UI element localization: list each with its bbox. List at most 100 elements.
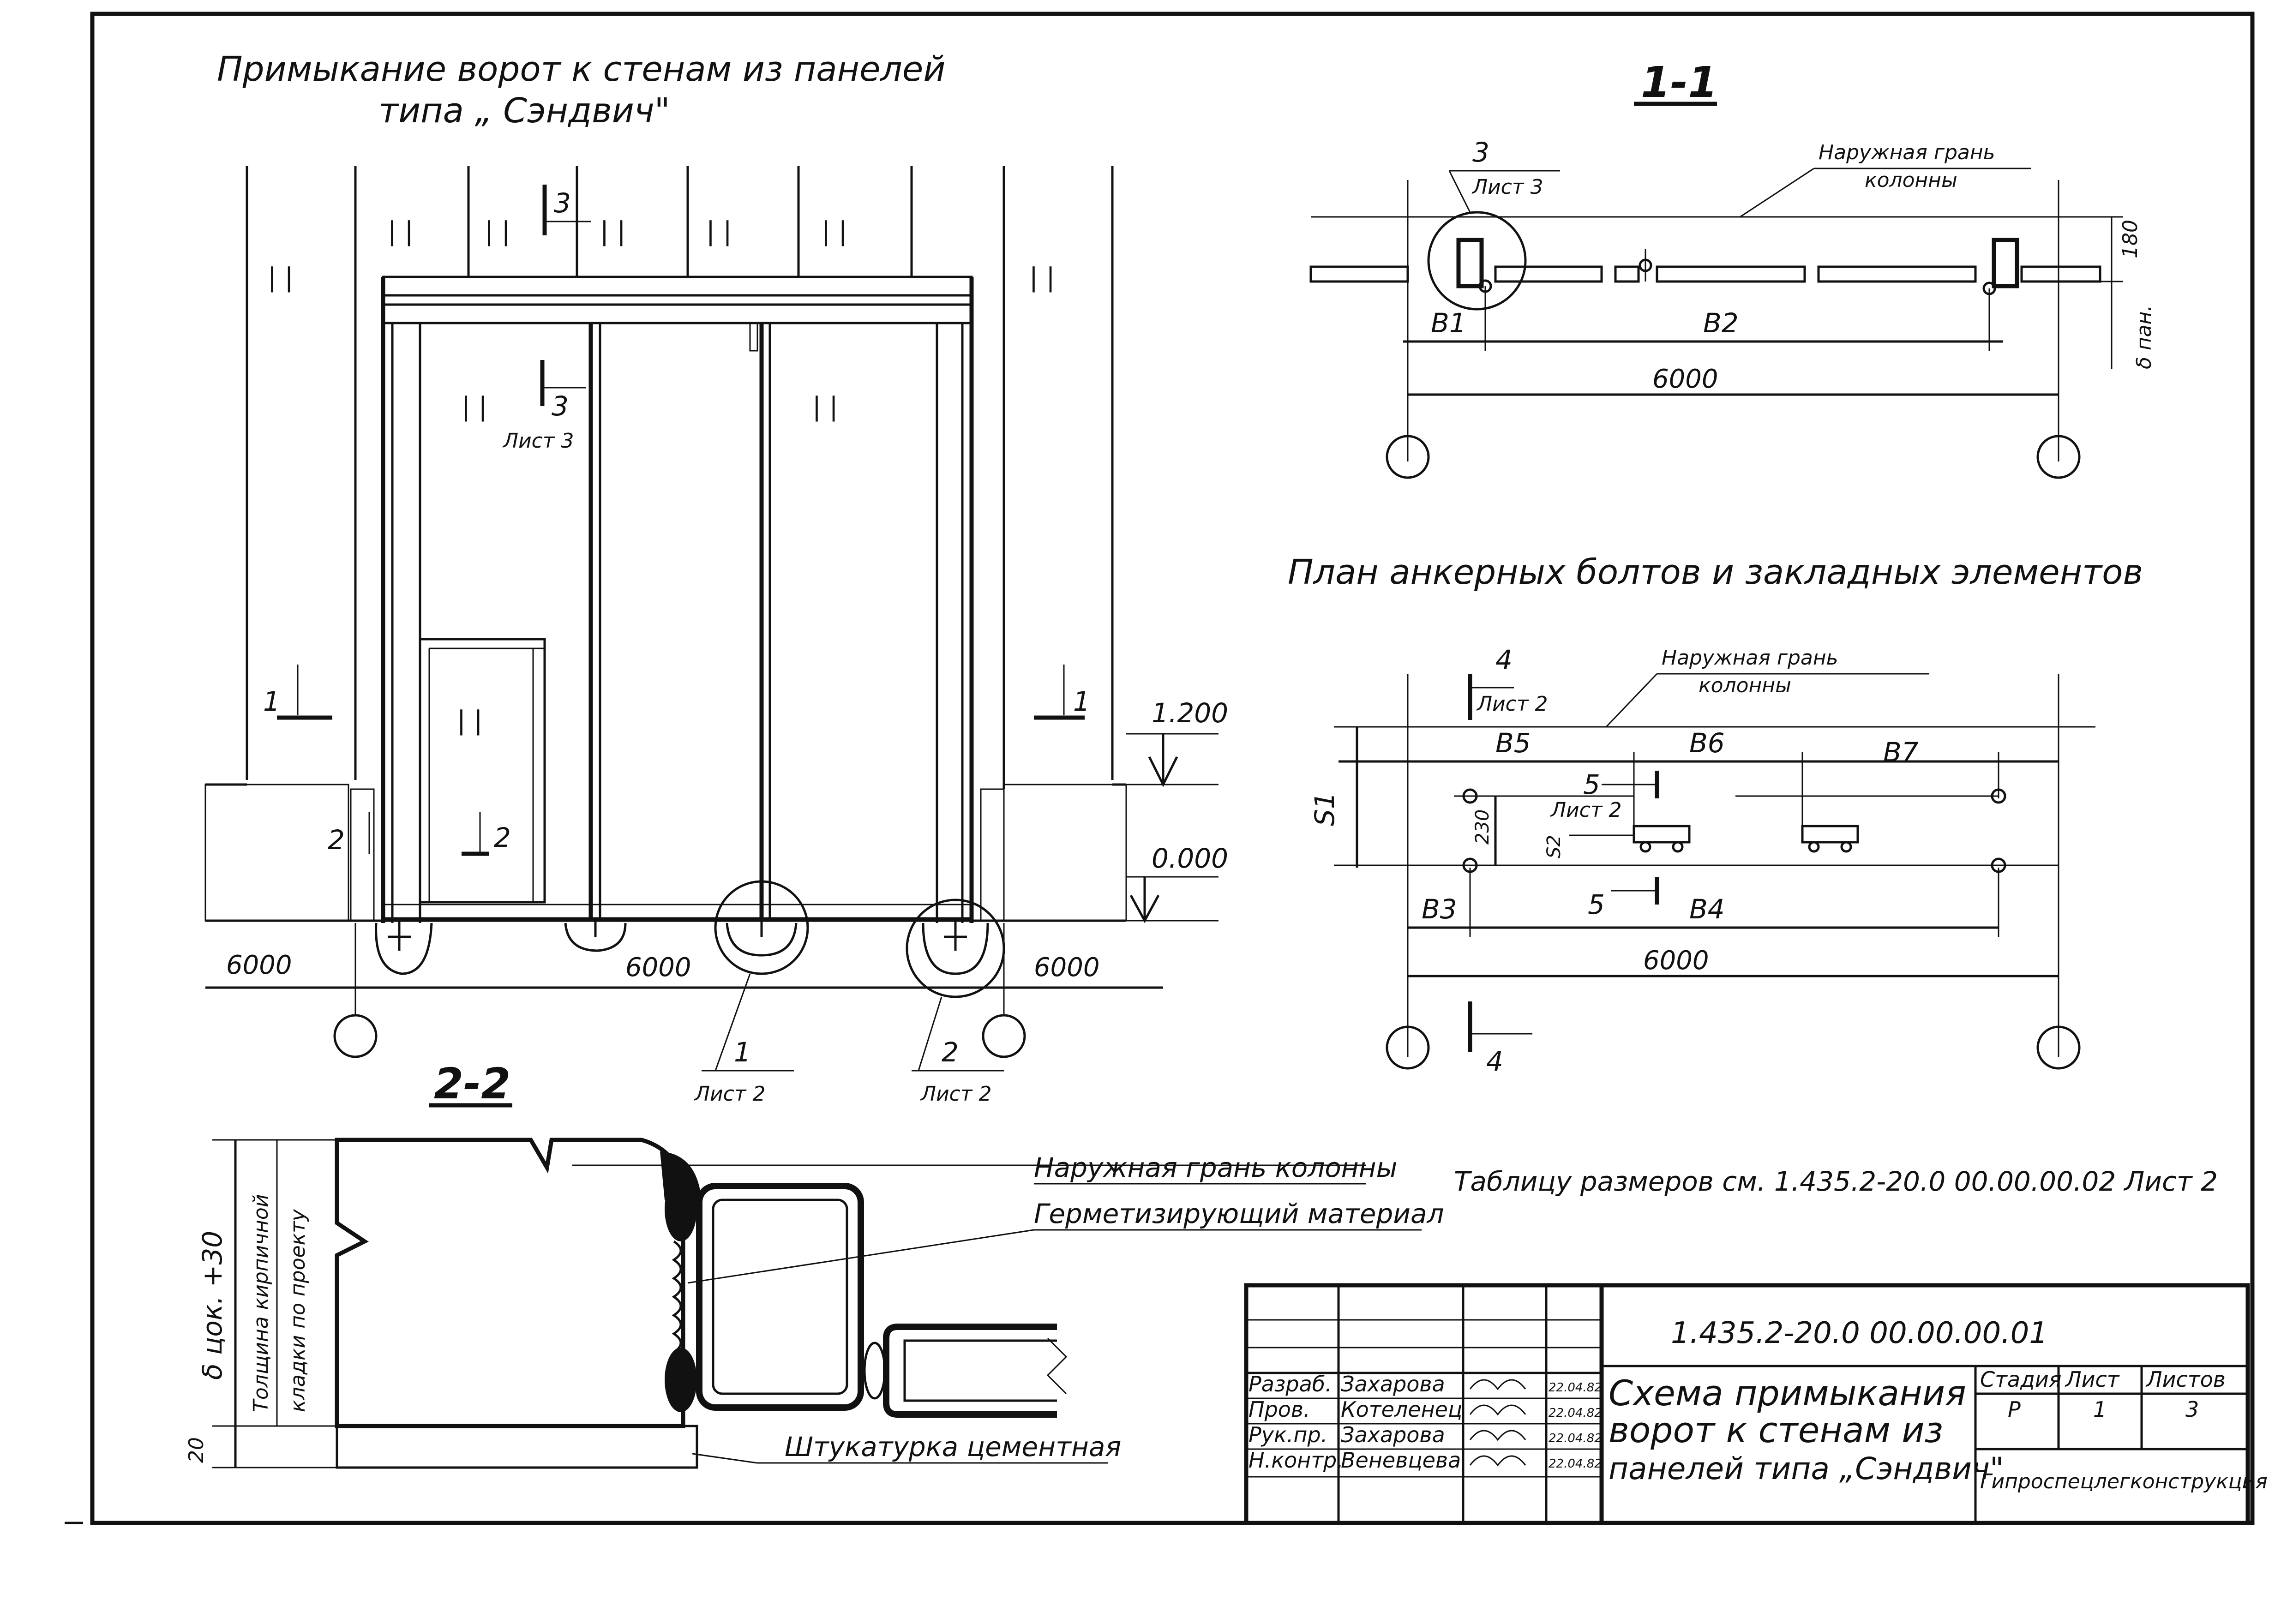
section-1-1-callout: 3 (1472, 137, 1489, 168)
gate-frame (381, 276, 974, 923)
dim-s1: S1 (1309, 792, 1340, 826)
drawing-title-line3: панелей типа „Сэндвич" (1609, 1451, 2004, 1486)
dim-b7: В7 (1883, 737, 1919, 768)
dim-b6: В6 (1689, 727, 1725, 759)
elevation-title-line2: типа „ Сэндвич" (378, 91, 670, 131)
sheet-frame (65, 12, 2255, 1525)
callout-1-sheet: Лист 2 (694, 1082, 765, 1106)
dimension-table-note: Таблицу размеров см. 1.435.2-20.0 00.00.… (1454, 1166, 2218, 1197)
callout-2-sheet: Лист 2 (920, 1082, 991, 1106)
dim-s2: S2 (1543, 835, 1565, 858)
dim-b4: В4 (1689, 893, 1725, 925)
role-name: Захарова (1341, 1372, 1445, 1396)
panel-mark: | | (600, 216, 626, 246)
signatures-table: Разраб. Захарова 22.04.82 Пров. Котелене… (1249, 1372, 1602, 1473)
elevation-span-dims: 6000 6000 6000 (205, 923, 1163, 1058)
dim-b3: В3 (1422, 893, 1457, 925)
signature-mark (1469, 1455, 1526, 1467)
callout-1-number: 1 (734, 1037, 751, 1068)
anchor-plan-note-line1: Наружная грань (1662, 646, 1838, 670)
note-outer-face: Наружная грань колонны (1034, 1152, 1397, 1183)
cut-4-bottom-label: 4 (1486, 1046, 1503, 1077)
cut-4-top-label: 4 (1495, 644, 1513, 676)
section-1-1-note-line1: Наружная грань (1819, 141, 1995, 164)
col-sheet: Лист (2065, 1367, 2120, 1392)
cut-1-right-label: 1 (1073, 686, 1090, 717)
role-label: Разраб. (1249, 1372, 1332, 1396)
elevation-view: Примыкание ворот к стенам из панелей тип… (204, 49, 1228, 1106)
section-1-1-note-line2: колонны (1865, 168, 1957, 192)
panel-mark: | | (388, 216, 414, 246)
anchor-plan: План анкерных болтов и закладных элемент… (1288, 552, 2143, 1077)
cut-3-mid-label: 3 (552, 390, 569, 422)
role-name: Веневцева (1341, 1448, 1461, 1473)
section-2-2: 2-2 Наружная грань колонны Герметизирующ… (185, 1059, 1444, 1469)
role-name: Котеленец (1341, 1397, 1462, 1422)
note-plaster: Штукатурка цементная (785, 1431, 1121, 1462)
panel-mark: | | (457, 706, 483, 736)
anchor-plan-title: План анкерных болтов и закладных элемент… (1288, 552, 2143, 592)
callout-circle-1 (714, 880, 809, 975)
level-zero: 0.000 (1152, 843, 1228, 874)
sheet-code: 1.435.2-20.0 00.00.00.01 (1671, 1316, 2048, 1350)
section-1-1-callout-sheet: Лист 3 (1471, 175, 1543, 199)
col-sheets: Листов (2145, 1367, 2226, 1392)
title-block: 1.435.2-20.0 00.00.00.01 Разраб. Захаров… (1244, 1283, 2268, 1525)
dim-b2: В2 (1703, 307, 1739, 339)
panel-mark: | | (822, 216, 847, 246)
col-stage: Стадия (1980, 1367, 2061, 1392)
sheet-value: 1 (2093, 1397, 2107, 1422)
panel-mark: | | (462, 392, 487, 422)
dim-180: 180 (2119, 220, 2142, 258)
dim-masonry-line2: кладки по проекту (286, 1209, 310, 1412)
dim-masonry-line1: Толщина кирпичной (249, 1194, 273, 1412)
grid-axis-circle (1386, 1025, 1430, 1070)
cut-3-sheet: Лист 3 (502, 429, 574, 453)
span-mid: 6000 (625, 953, 691, 983)
role-date: 22.04.82 (1549, 1381, 1602, 1395)
cut-4-sheet: Лист 2 (1476, 692, 1548, 716)
section-2-2-title: 2-2 (434, 1059, 510, 1109)
grid-axis-circle (982, 1014, 1026, 1058)
dim-delta-panel: δ пан. (2132, 305, 2156, 369)
stage-value: Р (2008, 1397, 2021, 1422)
grid-axis-circle (1386, 435, 1430, 479)
drawing-title-line2: ворот к стенам из (1609, 1409, 1943, 1450)
signature-mark (1469, 1404, 1526, 1416)
dim-b5: В5 (1495, 727, 1531, 759)
drawing-title-line1: Схема примыкания (1609, 1372, 1966, 1414)
role-date: 22.04.82 (1549, 1406, 1602, 1420)
role-date: 22.04.82 (1549, 1432, 1602, 1445)
note-sealant: Герметизирующий материал (1034, 1198, 1444, 1229)
grid-axis-circle (2036, 435, 2081, 479)
signature-mark (1469, 1430, 1526, 1441)
dim-230: 230 (1472, 809, 1493, 845)
span-left: 6000 (226, 950, 292, 980)
dim-total-plan: 6000 (1643, 946, 1709, 976)
panel-mark: | | (1029, 263, 1055, 293)
grid-axis-circle (333, 1014, 378, 1058)
organization: Гипроспецлегконструкция (1980, 1470, 2268, 1493)
dim-total-1-1: 6000 (1652, 364, 1718, 394)
callout-2-number: 2 (942, 1037, 959, 1068)
role-label: Н.контр. (1249, 1448, 1344, 1473)
role-date: 22.04.82 (1549, 1457, 1602, 1471)
cut-5-top-label: 5 (1583, 769, 1600, 800)
dim-plinth-thickness: δ цок. +30 (197, 1231, 228, 1380)
role-label: Пров. (1249, 1397, 1310, 1422)
level-top: 1.200 (1152, 697, 1228, 729)
panel-marks: | | | | | | | | | | | | | | | | | | | | (268, 216, 1055, 736)
panel-mark: | | (485, 216, 510, 246)
cut-5-bottom-label: 5 (1588, 889, 1605, 920)
ground-zone (204, 783, 1127, 975)
panel-mark: | | (706, 216, 732, 246)
level-marks: 1.200 0.000 (1126, 697, 1228, 923)
elevation-title-line1: Примыкание ворот к стенам из панелей (217, 49, 945, 89)
anchor-plan-note-line2: колонны (1699, 674, 1791, 697)
sheets-value: 3 (2185, 1397, 2199, 1422)
dim-20: 20 (185, 1437, 208, 1463)
span-right: 6000 (1034, 953, 1100, 983)
role-label: Рук.пр. (1249, 1422, 1327, 1447)
role-name: Захарова (1341, 1422, 1445, 1447)
